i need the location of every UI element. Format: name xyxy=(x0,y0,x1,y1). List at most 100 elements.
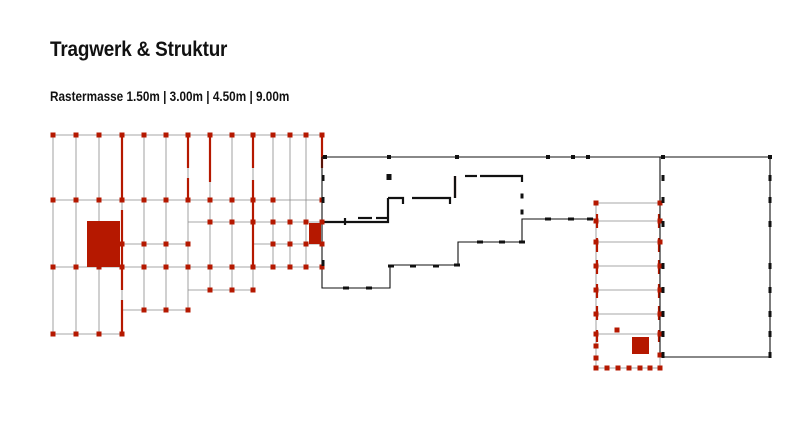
black-column xyxy=(366,286,372,290)
red-column xyxy=(593,355,599,361)
red-column xyxy=(657,287,663,293)
red-column xyxy=(185,197,191,203)
grid-lines xyxy=(52,134,661,369)
black-wall xyxy=(480,174,524,182)
red-column xyxy=(593,218,599,224)
black-column xyxy=(387,155,391,159)
red-column xyxy=(229,264,235,270)
black-column xyxy=(321,197,325,203)
red-column xyxy=(250,132,256,138)
red-column xyxy=(657,352,663,358)
black-column xyxy=(321,260,325,266)
black-column xyxy=(410,264,416,268)
red-column xyxy=(96,331,102,337)
red-column xyxy=(270,241,276,247)
red-column xyxy=(119,241,125,247)
black-column xyxy=(768,287,772,293)
red-column xyxy=(270,197,276,203)
black-column xyxy=(768,221,772,227)
red-column xyxy=(614,327,620,333)
red-column xyxy=(73,331,79,337)
red-column xyxy=(657,200,663,206)
red-column xyxy=(119,197,125,203)
red-column xyxy=(185,264,191,270)
black-column xyxy=(586,155,590,159)
red-column xyxy=(73,197,79,203)
red-lift-core-east xyxy=(632,337,649,354)
red-column xyxy=(250,197,256,203)
black-column xyxy=(519,240,525,244)
red-column xyxy=(657,311,663,317)
black-column xyxy=(661,175,665,181)
red-column xyxy=(303,264,309,270)
red-column xyxy=(163,264,169,270)
black-column xyxy=(768,175,772,181)
grid-dimensions-caption: Rastermasse 1.50m | 3.00m | 4.50m | 9.00… xyxy=(50,88,290,104)
black-column xyxy=(571,155,575,159)
red-column xyxy=(287,219,293,225)
red-column xyxy=(657,263,663,269)
red-column xyxy=(207,219,213,225)
red-column xyxy=(229,219,235,225)
red-column xyxy=(319,132,325,138)
red-column xyxy=(185,241,191,247)
red-column xyxy=(163,307,169,313)
black-column xyxy=(343,286,349,290)
red-column xyxy=(73,264,79,270)
red-column xyxy=(626,365,632,371)
red-column xyxy=(250,287,256,293)
black-column xyxy=(568,217,574,221)
red-column xyxy=(50,264,56,270)
red-column xyxy=(119,331,125,337)
red-bearing-walls xyxy=(120,135,661,342)
red-column xyxy=(593,263,599,269)
red-column xyxy=(50,197,56,203)
red-column xyxy=(96,132,102,138)
red-column xyxy=(615,365,621,371)
black-column xyxy=(433,264,439,268)
black-columns xyxy=(321,155,772,358)
red-column xyxy=(73,132,79,138)
red-column xyxy=(229,287,235,293)
red-column xyxy=(141,241,147,247)
red-column xyxy=(593,365,599,371)
red-column xyxy=(303,132,309,138)
red-column xyxy=(657,239,663,245)
black-column xyxy=(545,217,551,221)
red-column xyxy=(50,331,56,337)
red-concrete-cores xyxy=(87,221,649,354)
black-column xyxy=(661,331,665,337)
black-column xyxy=(768,331,772,337)
red-column xyxy=(303,219,309,225)
red-column xyxy=(250,264,256,270)
building-outline-top xyxy=(322,156,771,358)
red-column xyxy=(185,307,191,313)
red-column xyxy=(207,287,213,293)
black-column xyxy=(661,221,665,227)
red-column xyxy=(287,132,293,138)
red-lift-core xyxy=(309,223,321,244)
red-column xyxy=(141,264,147,270)
black-column xyxy=(768,263,772,269)
red-columns xyxy=(50,132,663,371)
red-column xyxy=(119,132,125,138)
black-column xyxy=(454,263,460,267)
black-column xyxy=(477,240,483,244)
red-column xyxy=(593,200,599,206)
black-column xyxy=(499,240,505,244)
existing-building-outline xyxy=(321,156,771,358)
red-column xyxy=(141,307,147,313)
red-column xyxy=(593,287,599,293)
black-column xyxy=(520,193,524,199)
black-wall xyxy=(388,196,405,204)
black-column xyxy=(546,155,550,159)
red-column xyxy=(163,197,169,203)
black-column xyxy=(323,155,327,159)
red-column xyxy=(604,365,610,371)
red-column xyxy=(141,132,147,138)
black-wall xyxy=(412,196,452,204)
red-column xyxy=(319,219,325,225)
red-column xyxy=(250,219,256,225)
black-column xyxy=(455,155,459,159)
